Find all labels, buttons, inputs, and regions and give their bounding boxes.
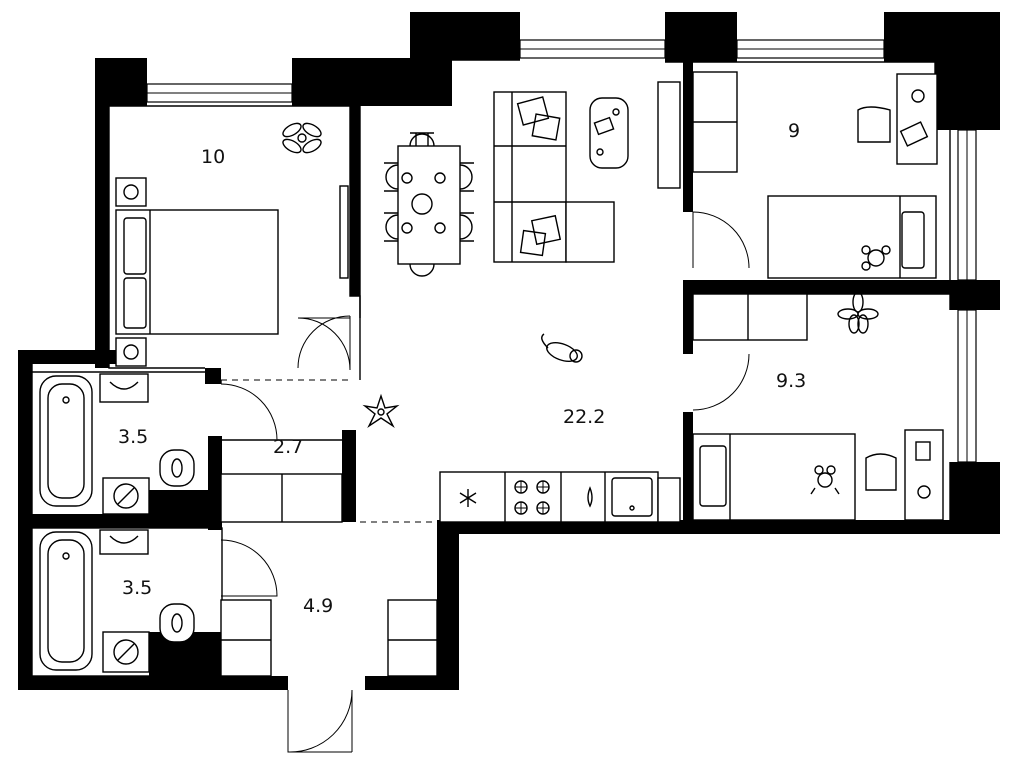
room-area-bedroom: 10 [201,146,226,168]
room-area-kids-room-top: 9 [788,120,801,142]
flower-icon [837,291,879,334]
windows [146,39,977,463]
teddy-icon [810,465,840,495]
plant-star-icon [362,393,400,429]
cat-icon [541,333,583,363]
snowflake-icon [459,489,477,507]
room-area-corridor: 2.7 [273,436,304,458]
living-furniture [362,81,681,429]
kids-room-top-furniture [692,71,938,279]
room-area-living-kitchen: 22.2 [563,406,606,428]
bathroom-top-fixtures [39,373,195,515]
sink-icon [611,477,653,517]
bathroom-bottom-fixtures [39,529,195,673]
plant-icon [282,122,322,154]
room-area-kids-room-bottom: 9.3 [776,370,807,392]
water-drop-icon [587,486,593,508]
bedroom-furniture [115,122,349,367]
toy-icon [861,245,891,271]
room-area-bathroom-top: 3.5 [118,426,149,448]
hob-icon [514,480,550,515]
hall-furniture [220,473,438,677]
walls [18,12,1000,690]
kitchen [439,471,681,523]
room-outlines [31,59,951,677]
room-area-bathroom-bottom: 3.5 [122,577,153,599]
room-area-entrance-hall: 4.9 [303,595,334,617]
kids-room-bottom-furniture [692,291,944,521]
doors [220,211,750,753]
